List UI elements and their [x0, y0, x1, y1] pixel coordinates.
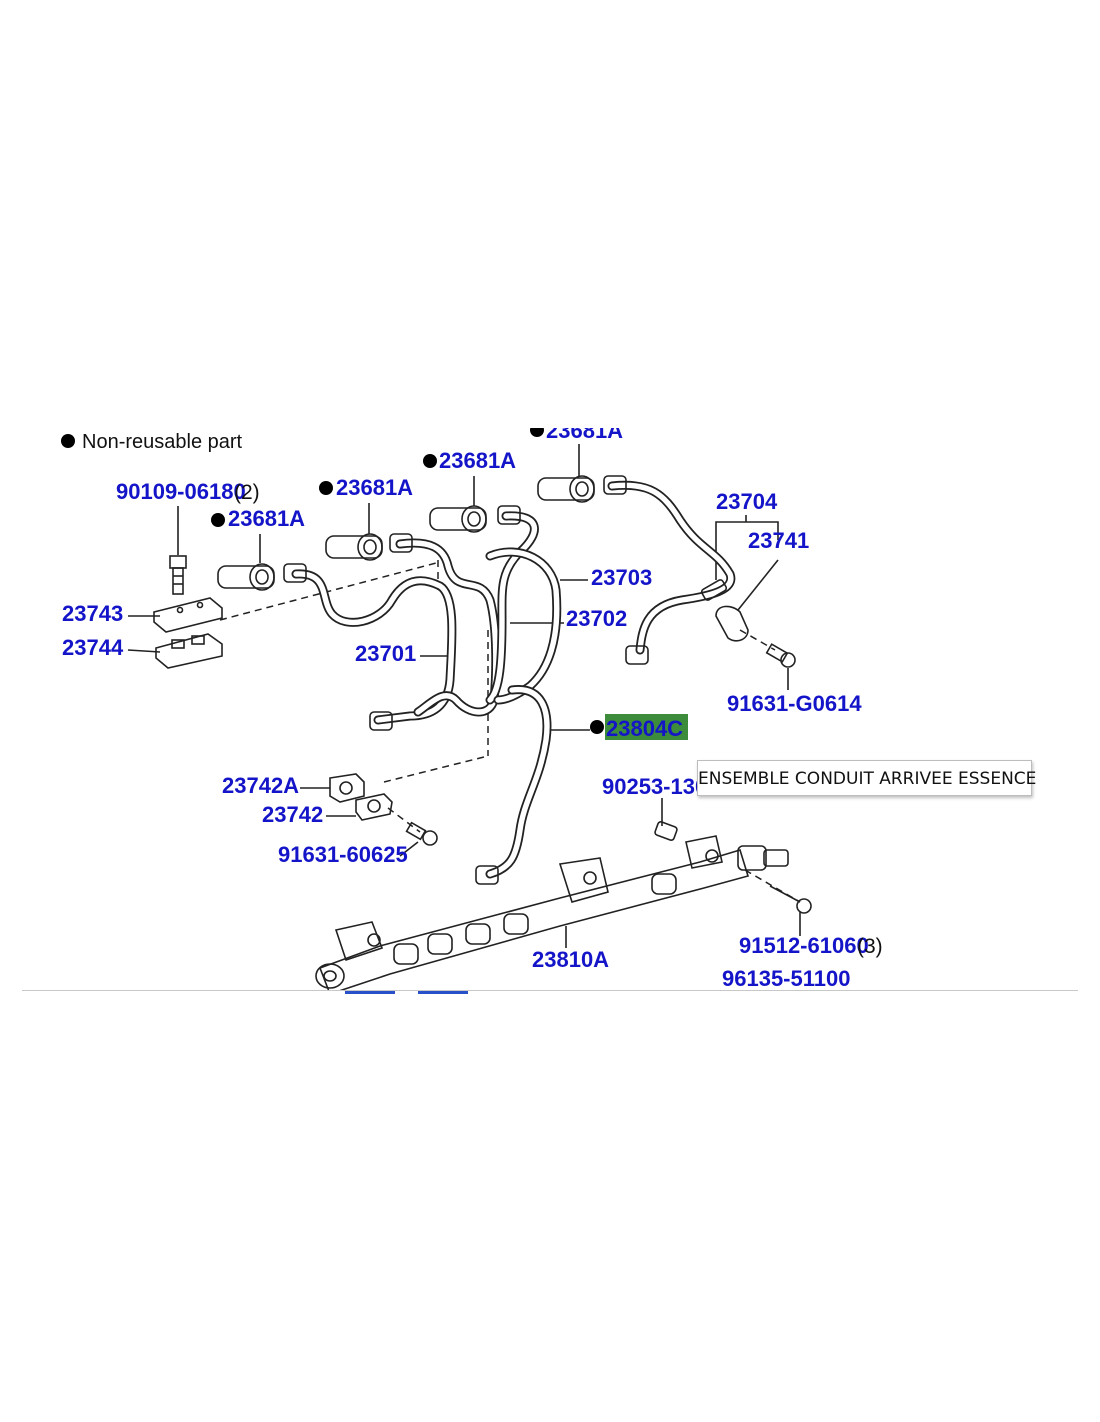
label-23804c[interactable]: 23804C: [606, 716, 683, 741]
legend-bullet-icon: [61, 434, 75, 448]
fuel-sensor: [737, 845, 789, 871]
bullet-icon: [530, 428, 544, 437]
gasket-sleeves: [217, 475, 595, 591]
truncated-link-mark: [345, 991, 395, 994]
label-23742a[interactable]: 23742A: [222, 773, 299, 798]
clamp-23742a: [329, 773, 365, 803]
label-23681a-1[interactable]: 23681A: [228, 506, 305, 531]
bullet-icon: [590, 720, 604, 734]
label-91512-qty: (3): [857, 935, 883, 958]
label-23681a-4[interactable]: 23681A: [546, 418, 623, 443]
label-23744[interactable]: 23744: [62, 635, 124, 660]
common-rail-23810a: [315, 835, 750, 990]
truncated-link-mark: [418, 991, 468, 994]
injection-pipes: [291, 480, 736, 879]
label-23702[interactable]: 23702: [566, 606, 627, 631]
label-96135-51100[interactable]: 96135-51100: [722, 966, 850, 991]
bolt-91512: [769, 885, 812, 914]
label-91631-60625[interactable]: 91631-60625: [278, 842, 408, 867]
selected-part-highlight: [605, 714, 688, 740]
label-23703[interactable]: 23703: [591, 565, 652, 590]
clamp-23742: [355, 793, 393, 821]
bullet-icon: [319, 481, 333, 495]
label-91512-61060[interactable]: 91512-61060: [739, 933, 869, 958]
label-23681a-2[interactable]: 23681A: [336, 475, 413, 500]
label-23681a-3[interactable]: 23681A: [439, 448, 516, 473]
bullet-icon: [423, 454, 437, 468]
legend-text: Non-reusable part: [82, 431, 243, 453]
bullet-icon: [211, 513, 225, 527]
clamps-and-bolts: [153, 555, 812, 914]
leader-lines: [127, 444, 801, 948]
clamp-23744: [155, 633, 223, 669]
section-divider: [22, 990, 1078, 991]
non-reusable-bullets: [211, 428, 604, 734]
label-23743[interactable]: 23743: [62, 601, 123, 626]
pipe-end-nuts: [283, 475, 649, 885]
label-23741[interactable]: 23741: [748, 528, 809, 553]
bolt-91631-60625: [405, 821, 438, 846]
label-23810a[interactable]: 23810A: [532, 947, 609, 972]
legend: Non-reusable part: [61, 431, 243, 453]
bolt-91631-g0614: [765, 643, 796, 668]
label-23742[interactable]: 23742: [262, 802, 323, 827]
rail-outlets: [393, 873, 677, 965]
label-90253-130[interactable]: 90253-130: [602, 774, 707, 799]
plug-90253: [654, 821, 678, 841]
part-name-tooltip: ENSEMBLE CONDUIT ARRIVEE ESSENCE: [697, 760, 1036, 796]
clamp-23743: [153, 597, 223, 633]
label-90109-06180[interactable]: 90109-06180: [116, 479, 246, 504]
part-labels: 90109-06180 (2) 23681A 23681A 23681A 236…: [62, 418, 883, 991]
label-90109-qty: (2): [234, 481, 260, 504]
label-23701[interactable]: 23701: [355, 641, 416, 666]
clamp-23741: [700, 579, 749, 642]
label-23704[interactable]: 23704: [716, 489, 778, 514]
bolt-90109: [169, 555, 187, 595]
label-91631-g0614[interactable]: 91631-G0614: [727, 691, 862, 716]
